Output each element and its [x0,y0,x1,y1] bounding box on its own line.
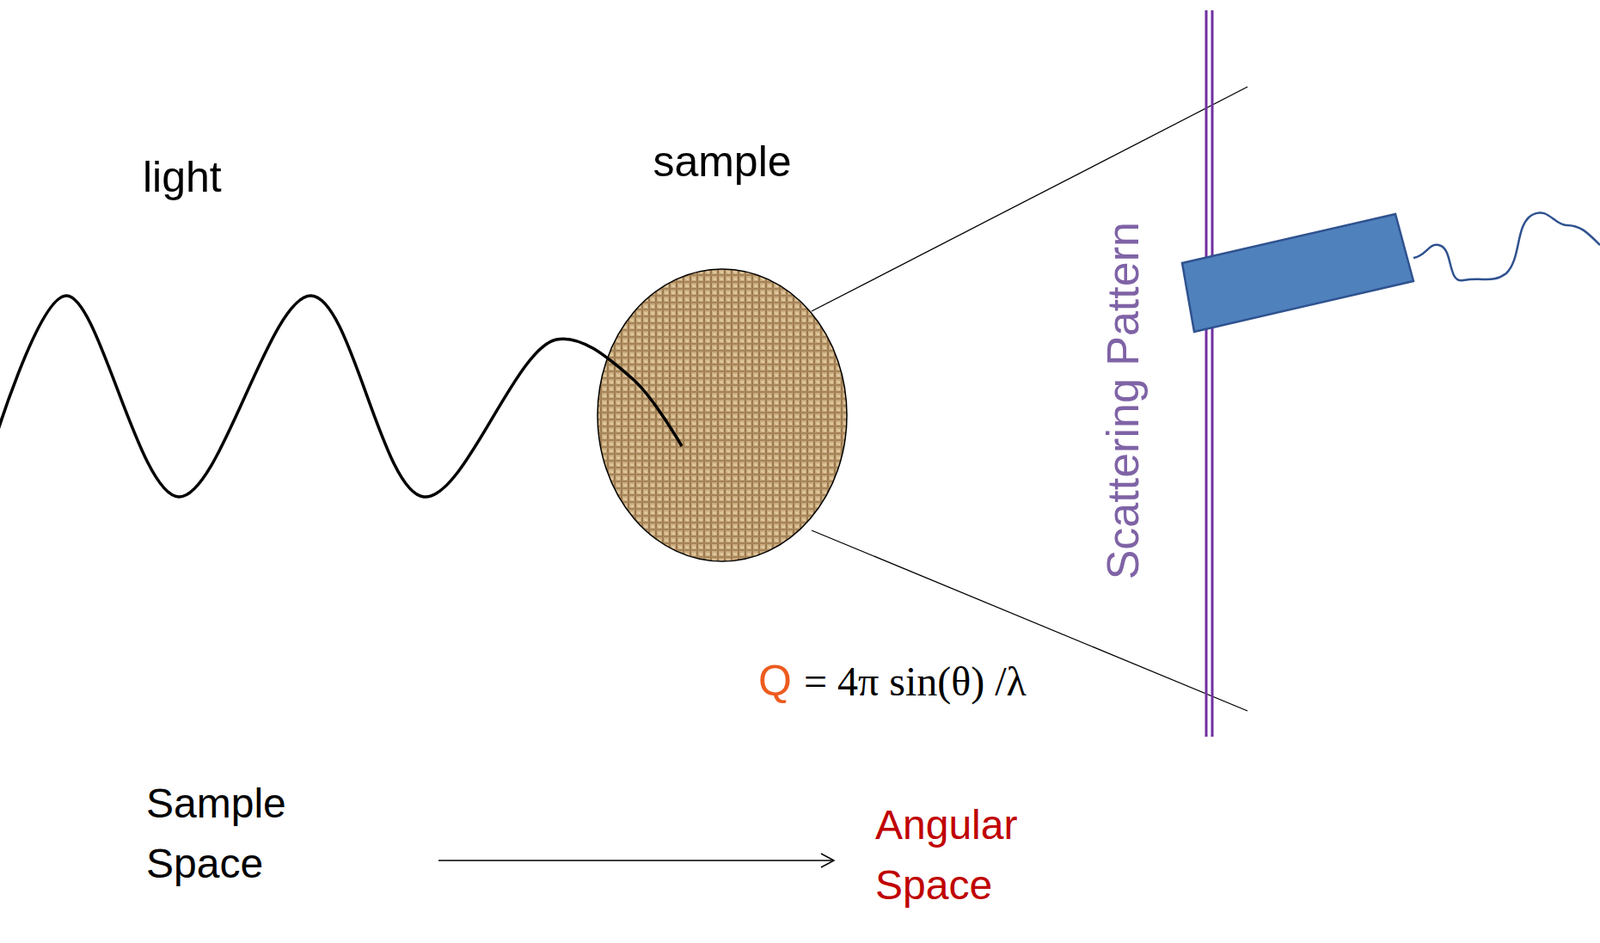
light-label: light [142,151,222,203]
sample-node: sample [597,135,847,562]
wave-path [0,295,682,497]
detector [1182,214,1414,332]
sample-shape [595,267,849,564]
screen-label: Scattering Pattern [1096,221,1150,580]
sample-ellipse [597,269,847,562]
arrow-head [821,853,834,868]
screen-line [1211,10,1214,737]
node-heading: sample [597,135,847,188]
detector-cable [1413,212,1600,281]
sample-space-label: Sample Space [146,773,353,894]
q-symbol: Q [754,655,796,707]
scatter-ray [811,86,1248,312]
angular-space-label: Angular Space [875,795,1108,915]
mapping-arrow [438,859,834,862]
screen-line [1205,10,1208,737]
q-formula: = 4π sin(θ) /λ [800,656,1030,707]
